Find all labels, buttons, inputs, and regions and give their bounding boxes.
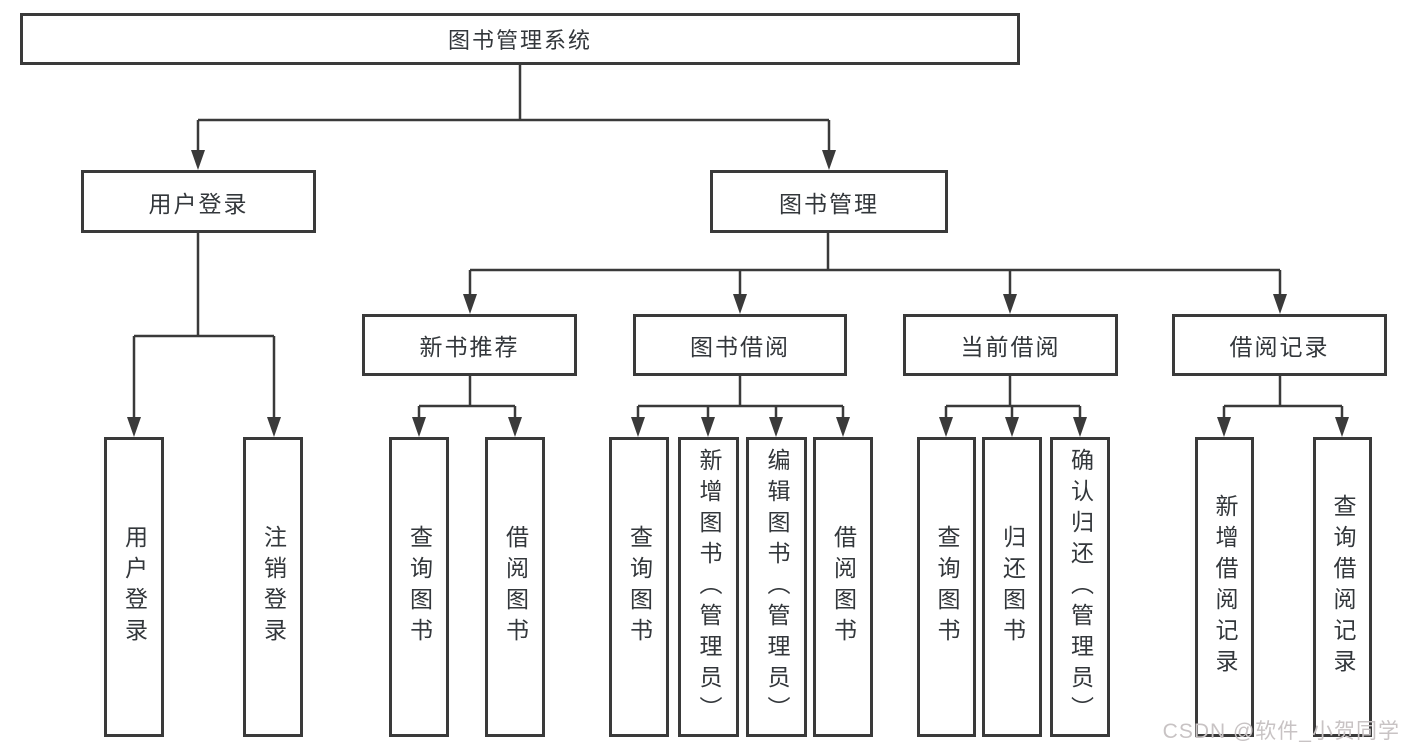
node-user-login: 用户登录 <box>81 170 316 233</box>
leaf-logout: 注销登录 <box>243 437 303 737</box>
leaf-add-books-admin: 新增图书（管理员） <box>678 437 739 737</box>
node-book-borrowing-label: 图书借阅 <box>690 334 790 360</box>
node-borrowing-records: 借阅记录 <box>1172 314 1387 376</box>
node-root-system: 图书管理系统 <box>20 13 1020 65</box>
csdn-watermark: CSDN @软件_小贺同学 <box>1162 720 1400 743</box>
leaf-borrow-books-label: 借阅图书 <box>830 525 857 649</box>
leaf-edit-books-admin: 编辑图书（管理员） <box>746 437 807 737</box>
node-new-book-recommend-label: 新书推荐 <box>419 334 520 360</box>
leaf-query-books-current: 查询图书 <box>917 437 976 737</box>
leaf-add-books-admin-label: 新增图书（管理员） <box>696 447 722 727</box>
node-book-management-label: 图书管理 <box>779 190 879 217</box>
node-book-borrowing: 图书借阅 <box>633 314 847 376</box>
leaf-user-login-label: 用户登录 <box>121 525 148 649</box>
node-root-label: 图书管理系统 <box>447 28 592 53</box>
leaf-return-books-label: 归还图书 <box>999 525 1026 649</box>
tree-branch-lines <box>132 65 1344 419</box>
node-borrowing-records-label: 借阅记录 <box>1229 334 1330 360</box>
leaf-query-books-recommend: 查询图书 <box>389 437 449 737</box>
leaf-logout-label: 注销登录 <box>260 525 287 649</box>
arrowhead-icons <box>127 150 1349 437</box>
leaf-query-borrow-record-label: 查询借阅记录 <box>1330 494 1356 680</box>
node-book-management: 图书管理 <box>710 170 948 233</box>
node-new-book-recommend: 新书推荐 <box>362 314 577 376</box>
leaf-add-borrow-record: 新增借阅记录 <box>1195 437 1254 737</box>
leaf-borrow-books: 借阅图书 <box>813 437 873 737</box>
node-user-login-label: 用户登录 <box>148 190 249 217</box>
leaf-query-books-borrowing-label: 查询图书 <box>626 525 653 649</box>
leaf-confirm-return-admin: 确认归还（管理员） <box>1050 437 1110 737</box>
leaf-query-books-borrowing: 查询图书 <box>609 437 669 737</box>
leaf-confirm-return-admin-label: 确认归还（管理员） <box>1067 447 1094 727</box>
leaf-edit-books-admin-label: 编辑图书（管理员） <box>764 447 790 727</box>
leaf-user-login: 用户登录 <box>104 437 164 737</box>
leaf-query-borrow-record: 查询借阅记录 <box>1313 437 1372 737</box>
leaf-add-borrow-record-label: 新增借阅记录 <box>1212 494 1238 680</box>
leaf-query-books-current-label: 查询图书 <box>934 525 960 649</box>
leaf-borrow-books-recommend-label: 借阅图书 <box>502 525 529 649</box>
leaf-query-books-recommend-label: 查询图书 <box>406 525 433 649</box>
leaf-borrow-books-recommend: 借阅图书 <box>485 437 545 737</box>
node-current-borrowing: 当前借阅 <box>903 314 1118 376</box>
node-current-borrowing-label: 当前借阅 <box>960 334 1061 360</box>
leaf-return-books: 归还图书 <box>982 437 1042 737</box>
